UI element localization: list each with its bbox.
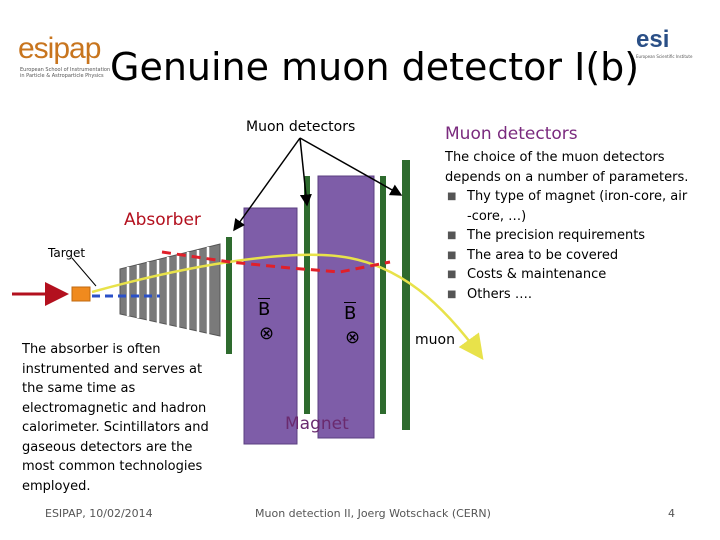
vector-arrow-icon-2 <box>344 302 356 305</box>
bullet-icon: ■ <box>447 269 457 280</box>
page-number: 4 <box>668 507 675 520</box>
footer-date: ESIPAP, 10/02/2014 <box>45 507 153 520</box>
bullet-icon: ■ <box>447 288 457 300</box>
target-block <box>71 286 91 302</box>
esipap-logo-subtitle: European School of Instrumentation in Pa… <box>20 67 111 79</box>
bullet-icon: ■ <box>447 249 457 261</box>
detector-plate-1 <box>226 237 232 354</box>
muon-track <box>91 253 484 361</box>
magnet-label: Magnet <box>285 414 349 434</box>
esi-logo-subtitle: European Scientific Institute <box>636 54 693 59</box>
field-vector-label-2: B <box>344 303 357 324</box>
absorber-description: The absorber is often instrumented and s… <box>22 342 209 494</box>
magnet-block-1 <box>243 207 298 445</box>
muon-detectors-label: Muon detectors <box>246 119 356 135</box>
detector-plate-3 <box>380 176 386 414</box>
label-pointer-arrows <box>233 137 403 232</box>
vector-arrow-icon-1 <box>258 298 270 301</box>
absorber-layers <box>126 247 210 336</box>
absorbed-particle-path <box>161 250 391 274</box>
bullet-icon: ■ <box>447 191 457 202</box>
esipap-logo: esipap European School of Instrumentatio… <box>18 34 113 82</box>
list-item: ■Others …. <box>445 285 695 305</box>
list-item: ■The precision requirements <box>445 226 695 246</box>
esi-logo: esi European Scientific Institute <box>636 28 708 64</box>
detector-plate-2 <box>304 176 310 414</box>
target-label: Target <box>48 246 86 260</box>
field-into-page-icon-1: ⊗ <box>259 323 275 344</box>
right-heading: Muon detectors <box>445 124 578 144</box>
list-item: ■The area to be covered <box>445 246 695 266</box>
target-pointer <box>71 257 97 287</box>
parameters-list: ■Thy type of magnet (iron-core, air -cor… <box>445 187 695 304</box>
bullet-icon: ■ <box>447 230 457 241</box>
detector-plate-4 <box>402 160 410 430</box>
absorber-label: Absorber <box>124 210 201 230</box>
absorber-wedge <box>119 243 221 337</box>
field-into-page-icon-2: ⊗ <box>345 327 361 348</box>
magnet-block-2 <box>317 175 375 439</box>
muon-label: muon <box>415 332 455 348</box>
list-item: ■Costs & maintenance <box>445 265 695 285</box>
esipap-logo-text: esipap <box>18 32 101 65</box>
esi-logo-text: esi <box>636 26 670 53</box>
footer-author: Muon detection II, Joerg Wotschack (CERN… <box>255 507 491 520</box>
parameters-intro: The choice of the muon detectors depends… <box>445 150 689 185</box>
slide-title: Genuine muon detector I(b) <box>110 45 640 89</box>
field-vector-label-1: B <box>258 299 271 320</box>
parameters-description: The choice of the muon detectors depends… <box>445 148 695 304</box>
list-item: ■Thy type of magnet (iron-core, air -cor… <box>447 189 688 224</box>
